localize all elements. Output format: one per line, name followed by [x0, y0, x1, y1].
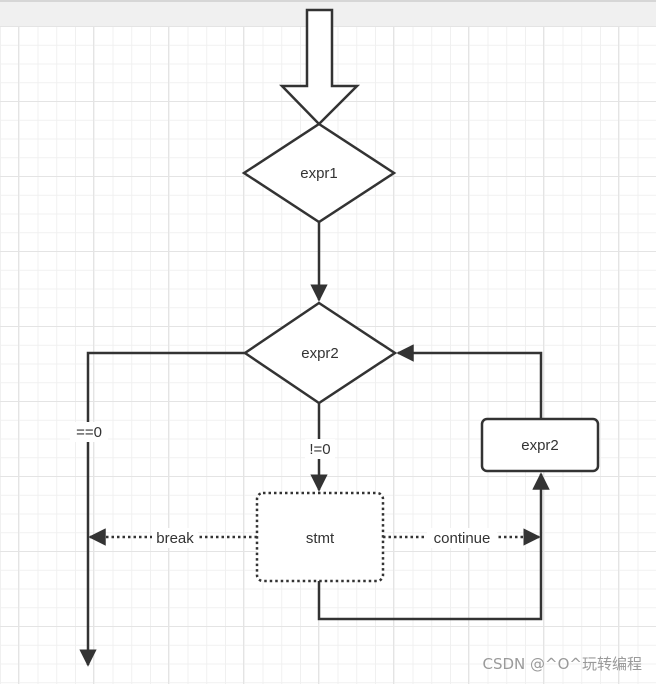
- edge-continue-label-bg: [427, 528, 497, 548]
- node-expr1[interactable]: expr1: [241, 122, 397, 224]
- edge-condition-false-exit: [79, 351, 245, 667]
- edge-true-label-bg: [305, 439, 335, 459]
- edge-break-label: break: [156, 530, 194, 547]
- node-expr2-condition-label: expr2: [301, 345, 339, 362]
- node-expr1-label: expr1: [300, 165, 338, 182]
- node-expr3-label: expr2: [521, 437, 559, 454]
- watermark: CSDN @^O^玩转编程: [482, 655, 642, 673]
- edge-break-label-bg: [152, 528, 198, 548]
- node-stmt[interactable]: stmt: [255, 491, 385, 583]
- edge-expr3-to-condition: [396, 344, 543, 419]
- edge-false-label: ==0: [76, 424, 102, 441]
- start-block-arrow[interactable]: [279, 8, 361, 126]
- edge-true-label: !=0: [309, 441, 330, 458]
- edge-stmt-to-expr3: [317, 472, 550, 621]
- edge-false-label-bg: [70, 422, 108, 442]
- node-stmt-label: stmt: [306, 530, 335, 547]
- edge-continue-label: continue: [434, 530, 491, 547]
- node-expr2-condition[interactable]: expr2: [242, 301, 398, 405]
- node-expr3[interactable]: expr2: [480, 417, 600, 473]
